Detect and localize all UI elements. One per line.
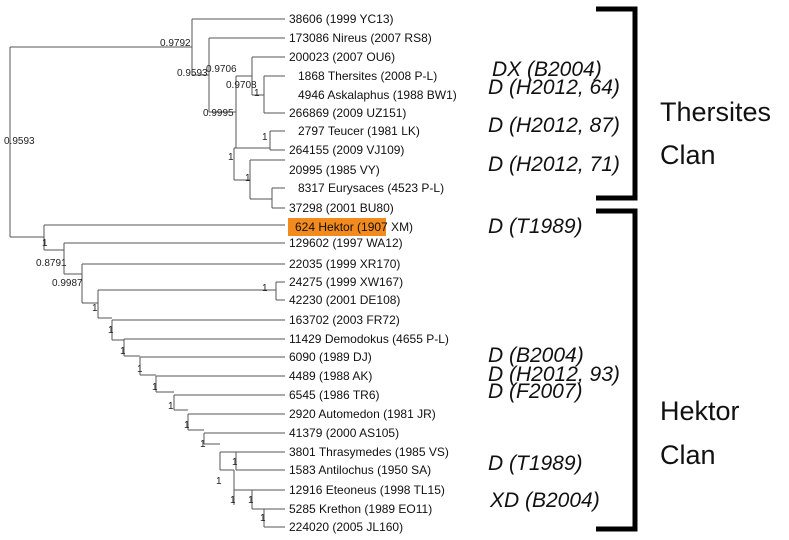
tip-label: 22035 (1999 XR170): [289, 257, 400, 271]
classification-label: DX (B2004): [492, 58, 602, 81]
classification-label: D (F2007): [488, 380, 583, 403]
thersites-clan-label: Thersites: [660, 97, 771, 127]
support-value: 0.9995: [203, 108, 234, 119]
support-value: 1: [108, 325, 114, 336]
tip-label: 24275 (1999 XW167): [289, 275, 403, 289]
support-value: 0.9593: [177, 68, 208, 79]
support-value: 1: [262, 132, 268, 143]
tip-label: 1868 Thersites (2008 P-L): [298, 69, 437, 83]
classification-label: D (H2012, 87): [488, 114, 620, 137]
support-value: 1: [200, 439, 206, 450]
tip-label: 6545 (1986 TR6): [289, 388, 380, 402]
tip-label: 224020 (2005 JL160): [289, 520, 403, 534]
tip-label: 8317 Eurysaces (4523 P-L): [298, 181, 444, 195]
support-value: 1: [152, 382, 158, 393]
classification-label: D (H2012, 64): [488, 76, 620, 99]
tip-label: 37298 (2001 BU80): [289, 201, 394, 215]
tip-label: 42230 (2001 DE108): [289, 293, 400, 307]
tip-label: 266869 (2009 UZ151): [289, 106, 406, 120]
tip-label: 264155 (2009 VJ109): [289, 143, 404, 157]
tip-label: 200023 (2007 OU6): [289, 50, 395, 64]
support-value: 1: [230, 495, 236, 506]
hektor-clan-label: Clan: [660, 440, 716, 470]
support-value: 1: [42, 238, 48, 249]
hektor-highlight: [288, 218, 386, 236]
tip-label: 173086 Nireus (2007 RS8): [289, 31, 432, 45]
classification-label: D (H2012, 93): [488, 363, 620, 386]
tip-label: 6090 (1989 DJ): [289, 350, 372, 364]
tip-label: 4489 (1988 AK): [289, 369, 372, 383]
tip-label: 3801 Thrasymedes (1985 VS): [289, 445, 449, 459]
support-values: 0.9593 0.9792 0.9593 0.9706 0.9708 1 0.9…: [4, 38, 268, 524]
tip-label: 38606 (1999 YC13): [289, 12, 394, 26]
classification-label: D (B2004): [488, 344, 584, 367]
tip-label: 163702 (2003 FR72): [289, 313, 400, 327]
tip-label: 5285 Krethon (1989 EO11): [289, 502, 432, 516]
tree-branches: [9, 18, 285, 528]
support-value: 0.9792: [160, 38, 191, 49]
support-value: 1: [260, 513, 266, 524]
support-value: 1: [216, 476, 222, 487]
support-value: 1: [228, 152, 234, 163]
tip-label: 2797 Teucer (1981 LK): [298, 124, 420, 138]
thersites-bracket: [596, 6, 638, 201]
tip-label: 1583 Antilochus (1950 SA): [289, 463, 431, 477]
support-value: 0.9987: [52, 278, 83, 289]
support-value: 1: [254, 88, 260, 99]
tip-label: 2920 Automedon (1981 JR): [289, 407, 436, 421]
tip-label-hektor: 624 Hektor (1907 XM): [295, 220, 413, 234]
thersites-clan-label: Clan: [660, 140, 716, 170]
tip-labels: 38606 (1999 YC13) 173086 Nireus (2007 RS…: [289, 12, 457, 534]
tip-label: 41379 (2000 AS105): [289, 426, 399, 440]
classification-label: D (T1989): [488, 215, 583, 238]
tip-label: 129602 (1997 WA12): [289, 236, 403, 250]
support-value: 1: [168, 401, 174, 412]
support-value: 1: [137, 364, 143, 375]
classification-label: D (T1989): [488, 452, 583, 475]
tip-label: 4946 Askalaphus (1988 BW1): [298, 88, 457, 102]
hektor-clan-label: Hektor: [660, 396, 740, 426]
support-value: 1: [262, 283, 268, 294]
hektor-bracket: [596, 208, 638, 532]
support-value: 1: [245, 173, 251, 184]
support-value: 0.8791: [36, 258, 67, 269]
support-value: 0.9708: [226, 80, 257, 91]
support-value: 1: [248, 495, 254, 506]
classification-labels: DX (B2004) D (H2012, 64) D (H2012, 87) D…: [488, 58, 620, 512]
tip-label: 11429 Demodokus (4655 P-L): [289, 332, 449, 346]
support-value: 1: [232, 457, 238, 468]
classification-label: D (H2012, 71): [488, 153, 620, 176]
support-value: 0.9593: [4, 136, 35, 147]
support-value: 1: [120, 346, 126, 357]
support-value: 0.9706: [206, 64, 237, 75]
support-value: 1: [92, 303, 98, 314]
support-value: 1: [184, 420, 190, 431]
tip-label: 12916 Eteoneus (1998 TL15): [289, 483, 445, 497]
tip-label: 20995 (1985 VY): [289, 163, 380, 177]
classification-label: XD (B2004): [489, 489, 600, 512]
